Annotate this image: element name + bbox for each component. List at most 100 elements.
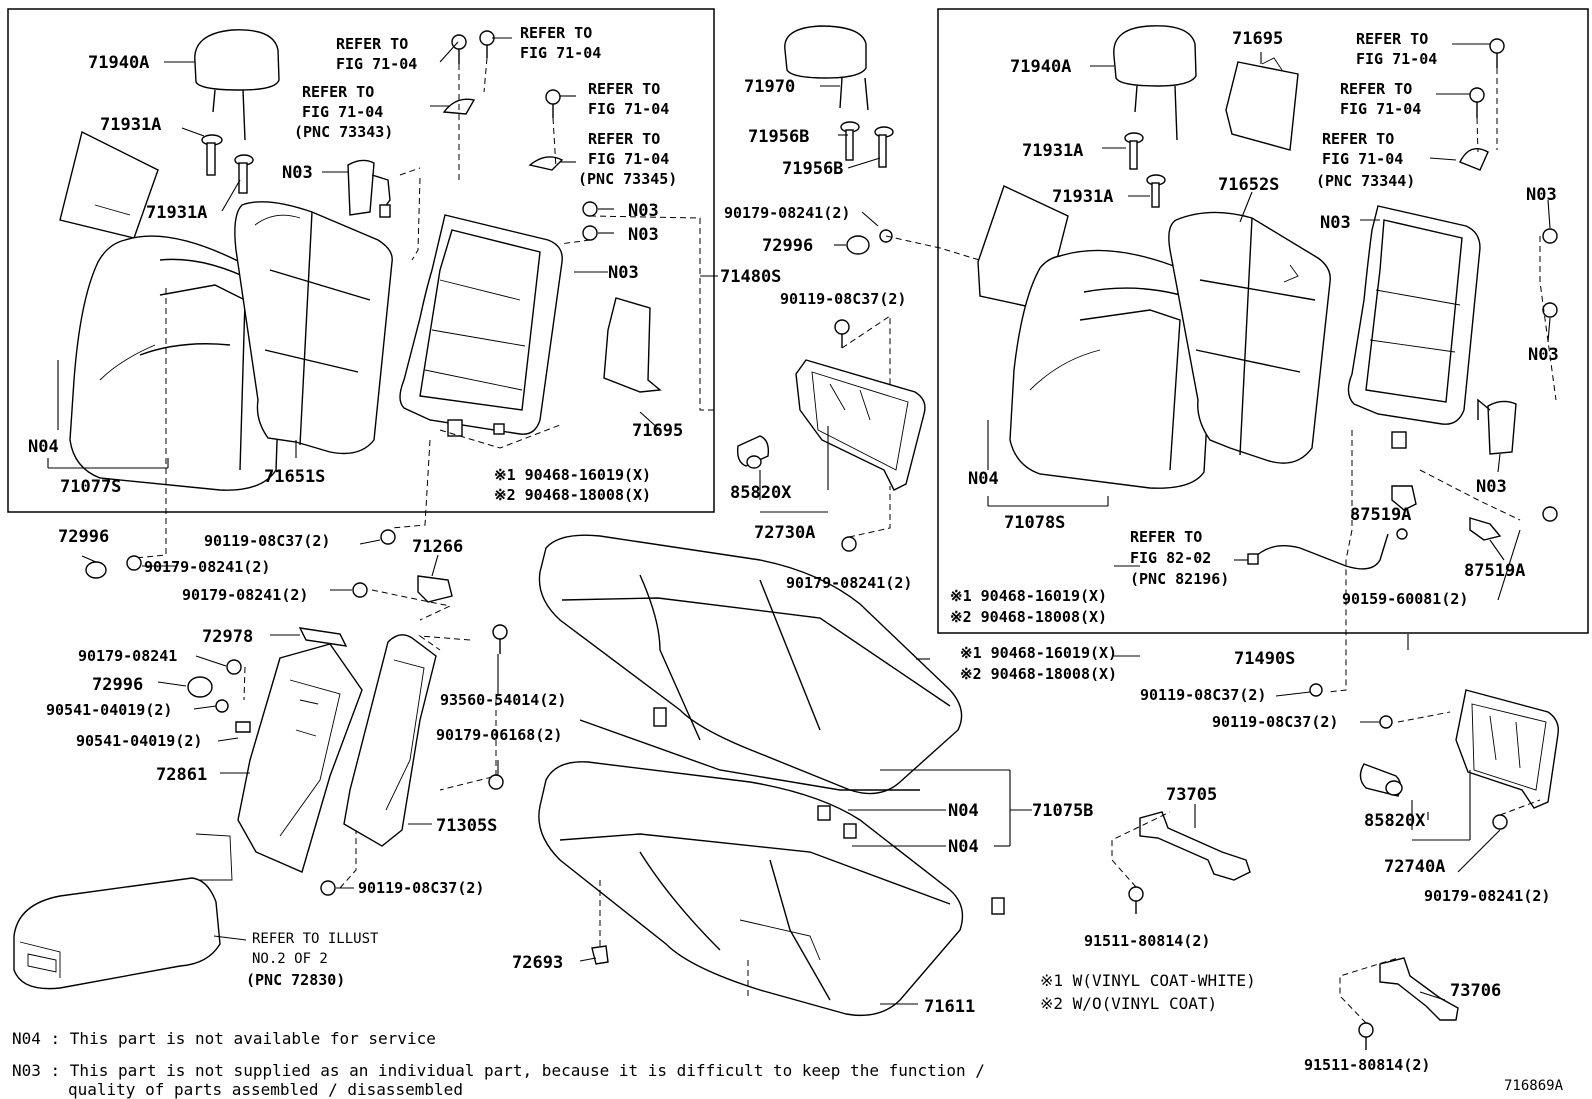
label-refer-c2: FIG 71-04 [302,103,383,121]
headrest-guide-71931a-right [1124,132,1166,208]
footnote-n04: N04 : This part is not available for ser… [12,1029,436,1048]
label-72996-center: 72996 [762,236,813,256]
label-85820x-right: 85820X [1364,811,1426,831]
label-refer-j3: (PNC 72830) [246,971,345,989]
figure-id: 716869A [1504,1078,1564,1094]
headrest-guide-71956b [840,121,894,168]
label-n04-left: N04 [28,437,59,457]
label-90541-b: 90541-04019(2) [76,732,202,750]
label-71956b-2: 71956B [782,159,843,179]
label-90179-c: 90179-08241(2) [144,558,270,576]
label-73705: 73705 [1166,785,1217,805]
label-71931a-right-1: 71931A [1022,141,1083,161]
label-90179-b: 90179-08241(2) [786,574,912,592]
label-n03-f: N03 [1320,213,1351,233]
seatback-pad-71651s [234,201,393,455]
armrest-72861 [237,643,363,873]
label-91511-b: 91511-80814(2) [1304,1056,1430,1074]
label-n04-right: N04 [968,469,999,489]
bracket-71695-right [1225,57,1299,151]
n03-heater-module-left [347,159,391,218]
label-71078s: 71078S [1004,513,1065,533]
clip-72693 [591,945,609,965]
clip-72996-center [846,229,893,255]
legend-vinyl-white: ※1 W(VINYL COAT-WHITE) [1040,971,1256,990]
headrest-71940a-left [194,29,280,141]
label-90541-a: 90541-04019(2) [46,701,172,719]
label-n03-h: N03 [1476,477,1507,497]
label-85820x-center: 85820X [730,483,792,503]
label-90179-a: 90179-08241(2) [724,204,850,222]
label-refer-h1: REFER TO [1322,130,1394,148]
label-71956b-1: 71956B [748,127,809,147]
label-refer-e1: REFER TO [588,130,660,148]
headrest-guide-71931a-left [201,134,254,194]
label-90119-e: 90119-08C37(2) [1212,713,1338,731]
label-refer-b1: REFER TO [520,24,592,42]
armrest-cover-71305s [343,634,437,847]
label-note2-c: ※2 90468-18008(X) [960,665,1117,683]
label-71931a-left-1: 71931A [100,115,161,135]
label-n03-g: N03 [1528,345,1559,365]
bracket-71695-left [603,297,662,393]
label-71266: 71266 [412,537,463,557]
label-90179-g: 90179-08241(2) [1424,887,1550,905]
label-71695-left: 71695 [632,421,683,441]
label-refer-g1: REFER TO [1340,80,1412,98]
label-refer-j2: NO.2 OF 2 [252,951,328,967]
label-note1-c: ※1 90468-16019(X) [960,644,1117,662]
label-72740a: 72740A [1384,857,1445,877]
label-90119-b: 90119-08C37(2) [204,532,330,550]
label-n04-c: N04 [948,801,979,821]
label-refer-d1: REFER TO [588,80,660,98]
label-note2-a: ※2 90468-18008(X) [494,486,651,504]
harness-82196 [1247,528,1408,570]
small-parts-armrest [85,529,508,896]
clips-right-group [1459,38,1558,522]
label-71075b: 71075B [1032,801,1093,821]
label-72978: 72978 [202,627,253,647]
label-90119-c: 90119-08C37(2) [358,879,484,897]
label-refer-e3: (PNC 73345) [578,170,677,188]
label-90179-d: 90179-08241(2) [182,586,308,604]
legend-no-vinyl: ※2 W/O(VINYL COAT) [1040,994,1217,1013]
label-71931a-right-2: 71931A [1052,187,1113,207]
label-refer-f1: REFER TO [1356,30,1428,48]
seatback-board-left [59,130,159,239]
label-refer-a1: REFER TO [336,35,408,53]
label-71970: 71970 [744,77,795,97]
left-seatback-group-box [7,8,715,513]
label-n03-e: N03 [1526,185,1557,205]
label-refer-a2: FIG 71-04 [336,55,417,73]
bolts-center [834,319,857,552]
label-refer-c3: (PNC 73343) [294,123,393,141]
n03-heater-module-right [1477,398,1517,455]
label-72996-armrest: 72996 [92,675,143,695]
label-90179-e: 90179-08241 [78,647,177,665]
label-refer-h2: FIG 71-04 [1322,150,1403,168]
label-71695-right: 71695 [1232,29,1283,49]
label-71940a-right: 71940A [1010,57,1071,77]
label-71931a-left-2: 71931A [146,203,207,223]
label-refer-i3: (PNC 82196) [1130,570,1229,588]
seatback-frame-71480s [399,214,563,437]
screws-top-left [442,30,598,241]
part-labels: 71940A 71931A 71931A N04 71077S 71651S N… [12,24,1564,1099]
label-n03-b: N03 [628,201,659,221]
label-90119-d: 90119-08C37(2) [1140,686,1266,704]
label-71651s: 71651S [264,467,325,487]
label-refer-d2: FIG 71-04 [588,100,669,118]
label-72730a: 72730A [754,523,815,543]
label-refer-j1: REFER TO ILLUST [252,931,379,947]
leader-lines [47,37,1551,1005]
label-refer-c1: REFER TO [302,83,374,101]
seatback-assy-71077s [69,235,283,491]
label-93560: 93560-54014(2) [440,691,566,709]
bolts-lower-right [1309,683,1508,830]
seat-cushion-cover-71075b [538,534,963,795]
label-90159: 90159-60081(2) [1342,590,1468,608]
label-72861: 72861 [156,765,207,785]
seatback-pad-71652s [1168,211,1331,464]
motor-85820x-right [1359,763,1403,797]
